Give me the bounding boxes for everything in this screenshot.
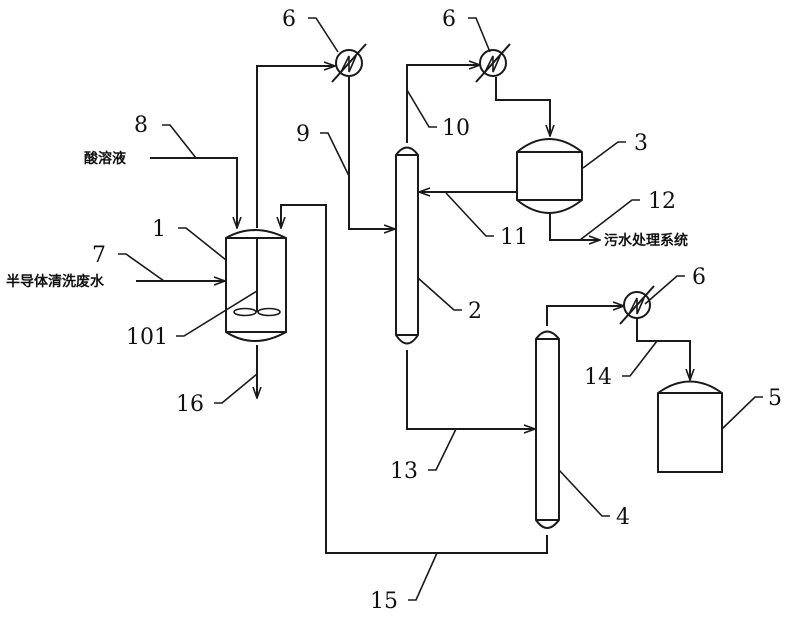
label-stream-wastewater: 7 — [92, 243, 106, 268]
pipe-stream-12 — [549, 213, 600, 240]
pipe-acid-inlet — [150, 157, 237, 228]
leader-11 — [445, 192, 494, 237]
leader-15 — [408, 552, 438, 601]
pipe-column-4-vapour — [546, 306, 624, 326]
impeller-blade-right — [257, 307, 281, 317]
label-stream-10: 10 — [442, 116, 470, 141]
leader-6c — [644, 275, 685, 305]
leader-14 — [622, 340, 658, 377]
leader-6a — [308, 17, 339, 53]
impeller-blade-left — [233, 307, 257, 317]
label-stream-9: 9 — [296, 122, 310, 147]
leader-2 — [417, 277, 462, 311]
tank-5-body — [657, 380, 723, 473]
column-4 — [535, 330, 560, 529]
leader-10 — [406, 89, 437, 128]
label-tank-receiver: 3 — [634, 131, 648, 156]
label-stream-15: 15 — [370, 589, 398, 614]
label-sewage-treatment: 污水处理系统 — [604, 232, 688, 249]
label-column-b: 4 — [616, 505, 630, 530]
column-2-body — [395, 146, 419, 345]
column-2 — [395, 146, 419, 345]
label-stream-11: 11 — [500, 225, 528, 250]
pipe-stream-13 — [406, 350, 535, 429]
pipe-stream-9 — [348, 77, 395, 229]
label-stream-14: 14 — [584, 365, 612, 390]
leader-5 — [721, 396, 763, 430]
label-stream-acid: 8 — [134, 113, 148, 138]
tank-3 — [516, 138, 583, 214]
tank-3-body — [516, 138, 583, 214]
pipe-stream-15 — [281, 204, 548, 554]
pipe-reactor-vapour — [256, 66, 335, 228]
leader-lines — [118, 17, 763, 601]
label-tank-product: 5 — [768, 386, 782, 411]
leader-16 — [214, 373, 258, 404]
pipe-stream-14 — [636, 318, 690, 380]
leader-1 — [178, 227, 227, 261]
condenser-3-icon — [619, 285, 655, 325]
leader-3 — [582, 141, 626, 169]
pipe-stream-10 — [406, 65, 480, 143]
leader-12 — [579, 199, 640, 241]
leader-101 — [176, 290, 258, 337]
pipe-condensate-to-tank-3 — [495, 77, 550, 136]
label-column-a: 2 — [468, 299, 482, 324]
tank-5 — [657, 380, 723, 473]
leader-13 — [428, 428, 457, 471]
label-semiconductor-wastewater: 半导体清洗废水 — [6, 273, 105, 290]
column-4-body — [535, 330, 560, 529]
label-acid-solution: 酸溶液 — [84, 150, 127, 167]
condenser-1-icon — [331, 43, 367, 83]
leader-4 — [558, 469, 610, 517]
label-stream-12: 12 — [648, 189, 676, 214]
label-reactor: 1 — [152, 217, 166, 242]
label-stream-13: 13 — [390, 459, 418, 484]
leader-9 — [320, 132, 350, 177]
reactor-1 — [225, 229, 287, 342]
label-condenser-3: 6 — [692, 265, 706, 290]
label-agitator: 101 — [126, 325, 168, 350]
label-stream-16: 16 — [176, 392, 204, 417]
condenser-2-icon — [475, 43, 511, 83]
leader-6b — [468, 17, 491, 53]
label-condenser-2: 6 — [442, 7, 456, 32]
leader-8 — [162, 124, 197, 159]
label-condenser-1: 6 — [282, 7, 296, 32]
leader-7 — [118, 253, 165, 282]
